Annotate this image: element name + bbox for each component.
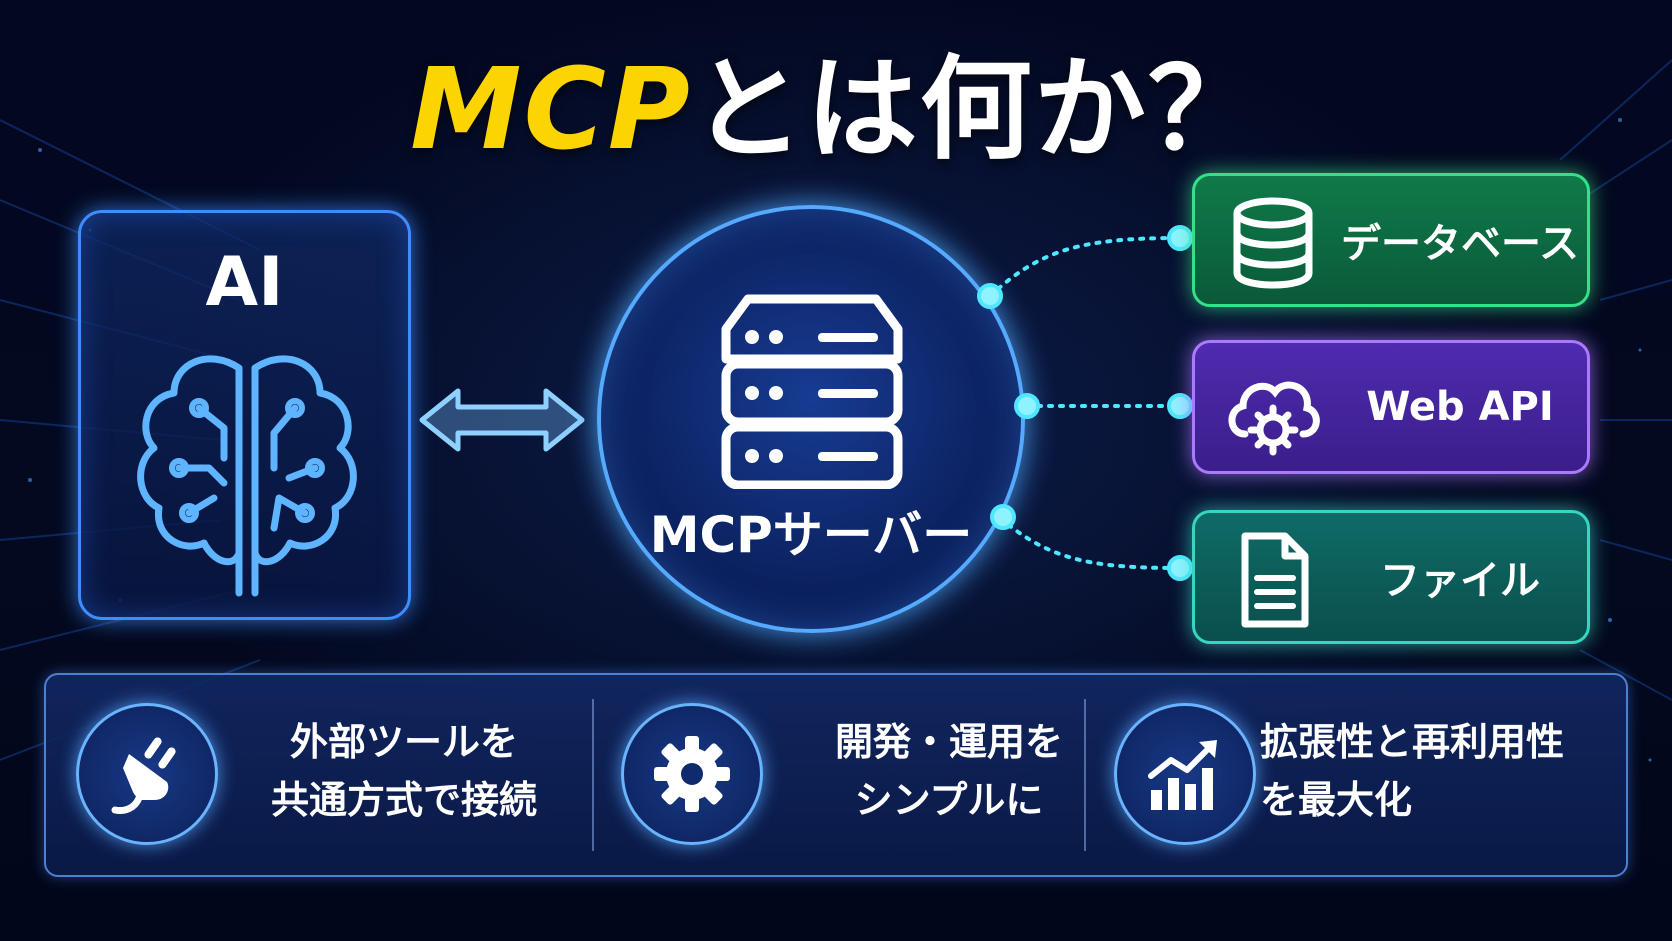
feature-scalability: 拡張性と再利用性 を最大化 [1114,675,1614,875]
document-icon [1241,532,1309,628]
mcp-server-label: MCPサーバー [649,506,973,564]
feature-common-connection: 外部ツールを 共通方式で接続 [76,675,586,875]
cloud-gear-icon [1228,381,1320,456]
divider [592,699,594,851]
ai-node: AI [78,210,411,620]
title-rest: とは何か？ [691,45,1262,175]
mcp-server-node: MCPサーバー [597,205,1025,633]
ai-label: AI [205,243,284,322]
resource-card-web-api: Web API [1192,340,1590,474]
feature-line: 共通方式で接続 [270,778,537,822]
feature-line: 開発・運用を [834,720,1063,764]
database-icon [1233,197,1313,289]
growth-chart-icon [1148,740,1217,810]
feature-icon-wrap [76,703,218,845]
feature-icon-wrap [1114,703,1256,845]
plug-icon [111,737,176,814]
title-accent: MCP [410,45,692,175]
server-rack-icon [721,294,903,489]
brain-circuit-icon [137,355,357,597]
resource-card-file: ファイル [1192,510,1590,644]
page-title: MCPとは何か？ [0,40,1672,180]
feature-text: 開発・運用を シンプルに [779,713,1119,829]
gear-icon [654,736,730,812]
feature-simple-operation: 開発・運用を シンプルに [621,675,1101,875]
features-panel: 外部ツールを 共通方式で接続 [44,673,1628,877]
feature-line: シンプルに [854,778,1044,822]
feature-line: 外部ツールを [289,720,518,764]
resource-label-database: データベース [1341,221,1579,267]
resource-label-file: ファイル [1380,558,1540,604]
feature-line: 拡張性と再利用性 [1260,720,1565,764]
bidirectional-arrow-icon [419,388,585,452]
feature-line: を最大化 [1260,778,1413,822]
feature-icon-wrap [621,703,763,845]
divider [1084,699,1086,851]
feature-text: 拡張性と再利用性 を最大化 [1260,713,1610,829]
resource-label-web-api: Web API [1366,384,1554,430]
resource-card-database: データベース [1192,173,1590,307]
feature-text: 外部ツールを 共通方式で接続 [234,713,574,829]
